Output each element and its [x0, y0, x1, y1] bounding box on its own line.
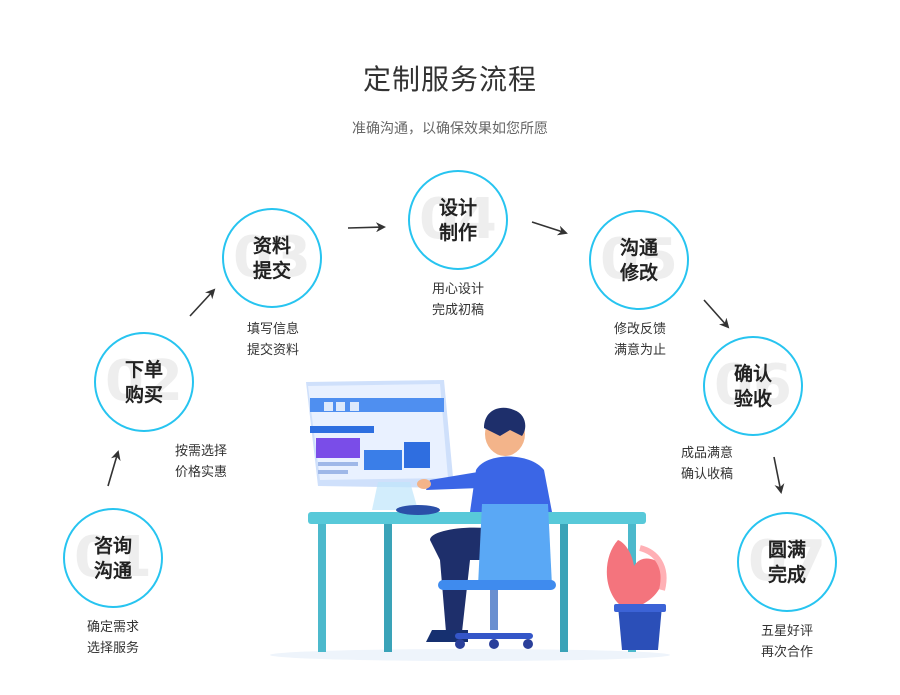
desk: [308, 505, 646, 652]
step-01-label-line2: 沟通: [93, 560, 132, 582]
page-subtitle: 准确沟通，以确保效果如您所愿: [352, 121, 548, 137]
step-06-desc-line1: 成品满意: [680, 446, 733, 461]
arrow-01-to-02: [107, 450, 121, 487]
step-01-label: 咨询 沟通: [65, 534, 161, 584]
step-02-desc-line2: 价格实惠: [174, 465, 227, 480]
step-07-description: 五星好评 再次合作: [727, 621, 847, 663]
step-04-label-line1: 设计: [438, 197, 477, 219]
step-01-description: 确定需求 选择服务: [53, 617, 173, 659]
step-05-circle: 05 沟通 修改: [589, 210, 689, 310]
step-03-description: 填写信息 提交资料: [213, 319, 333, 361]
step-07-label: 圆满 完成: [739, 538, 835, 588]
step-07-circle: 07 圆满 完成: [737, 512, 837, 612]
step-06-desc-line2: 确认收稿: [680, 467, 733, 482]
step-05-number: 05: [600, 227, 678, 292]
step-07-label-line1: 圆满: [767, 539, 806, 561]
step-02-desc-line1: 按需选择: [174, 444, 227, 459]
step-03-label: 资料 提交: [224, 234, 320, 284]
monitor: [306, 380, 454, 510]
step-05-label-line1: 沟通: [619, 237, 658, 259]
step-04-label-line2: 制作: [438, 222, 477, 244]
arrow-06-to-07: [773, 456, 785, 494]
step-05-desc-line1: 修改反馈: [613, 322, 666, 337]
step-03-desc-line2: 提交资料: [246, 343, 299, 358]
page-title: 定制服务流程: [362, 63, 537, 96]
step-04-desc-line1: 用心设计: [431, 282, 484, 297]
arrow-02-to-03: [189, 288, 216, 317]
step-07-desc-line2: 再次合作: [760, 645, 813, 660]
step-04-circle: 04 设计 制作: [408, 170, 508, 270]
step-01-label-line1: 咨询: [93, 535, 132, 557]
step-04-number: 04: [419, 187, 497, 252]
step-02-number: 02: [105, 349, 183, 414]
step-02-label: 下单 购买: [96, 358, 192, 408]
step-02-label-line2: 购买: [124, 384, 163, 406]
chair: [438, 504, 556, 649]
step-07-label-line2: 完成: [767, 564, 806, 586]
step-05-desc-line2: 满意为止: [613, 343, 666, 358]
step-05-description: 修改反馈 满意为止: [580, 319, 700, 361]
step-01-desc-line1: 确定需求: [86, 620, 139, 635]
step-05-label-line2: 修改: [619, 262, 658, 284]
step-02-circle: 02 下单 购买: [94, 332, 194, 432]
arrow-03-to-04: [347, 222, 386, 233]
arrow-05-to-06: [703, 299, 730, 329]
step-06-label: 确认 验收: [705, 362, 801, 412]
step-06-label-line1: 确认: [733, 363, 772, 385]
step-06-description: 成品满意 确认收稿: [647, 443, 767, 485]
step-06-label-line2: 验收: [733, 388, 772, 410]
step-06-circle: 06 确认 验收: [703, 336, 803, 436]
step-03-circle: 03 资料 提交: [222, 208, 322, 308]
step-03-label-line2: 提交: [252, 260, 291, 282]
step-04-description: 用心设计 完成初稿: [398, 279, 518, 321]
step-04-label: 设计 制作: [410, 196, 506, 246]
step-02-description: 按需选择 价格实惠: [141, 441, 261, 483]
step-04-desc-line2: 完成初稿: [431, 303, 484, 318]
step-06-number: 06: [714, 353, 792, 418]
step-01-circle: 01 咨询 沟通: [63, 508, 163, 608]
step-01-number: 01: [74, 525, 152, 590]
arrow-04-to-05: [531, 221, 568, 236]
step-03-number: 03: [233, 225, 311, 290]
step-07-desc-line1: 五星好评: [760, 624, 813, 639]
step-07-number: 07: [748, 529, 826, 594]
step-01-desc-line2: 选择服务: [86, 641, 139, 656]
step-03-desc-line1: 填写信息: [246, 322, 299, 337]
plant: [606, 540, 667, 650]
step-02-label-line1: 下单: [124, 359, 163, 381]
step-05-label: 沟通 修改: [591, 236, 687, 286]
floor-shadow: [270, 649, 670, 661]
step-03-label-line1: 资料: [252, 235, 291, 257]
